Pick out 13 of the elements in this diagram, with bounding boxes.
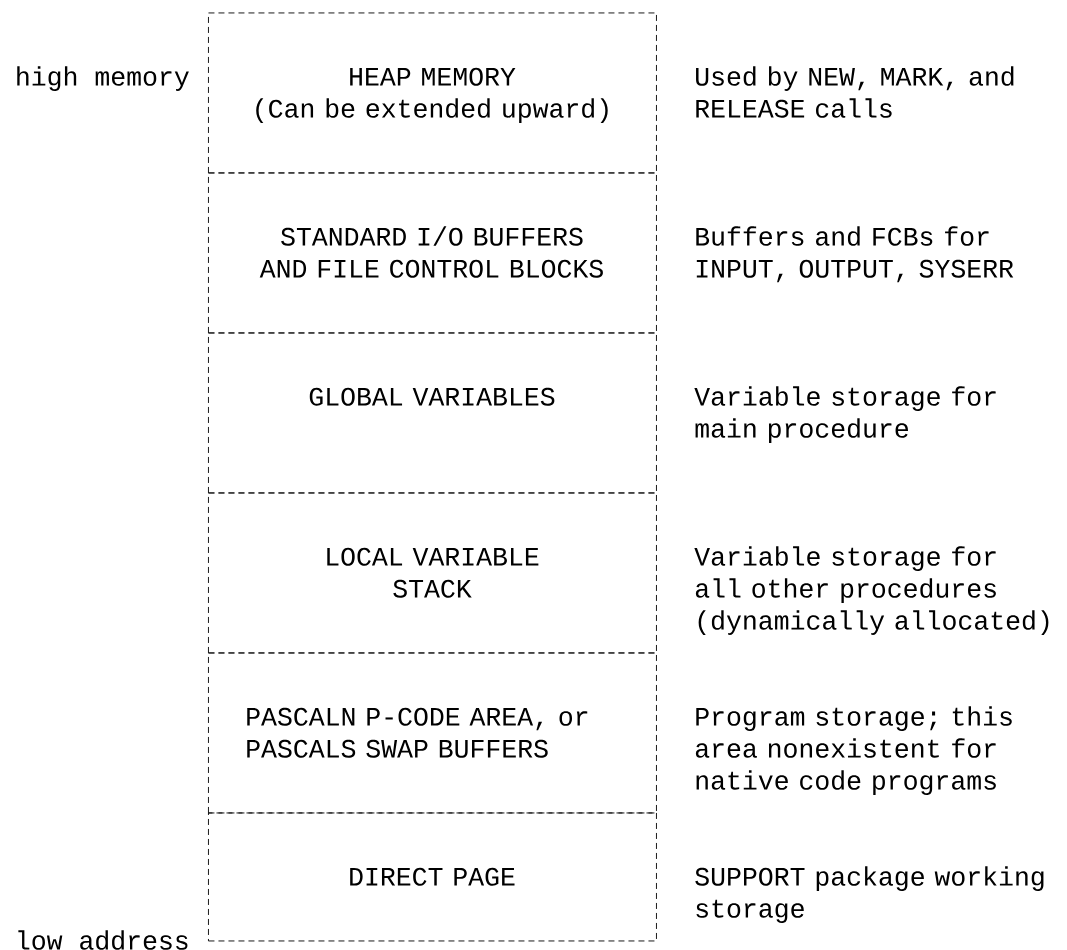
memory-block: GLOBAL VARIABLES [208, 332, 657, 494]
block-description: Variable storage for all other procedures (dynamically allocated) [694, 546, 1049, 635]
block-description: SUPPORT package working storage [695, 866, 1044, 923]
address-label: low address [18, 930, 188, 950]
block-description: Buffers and FCBs for INPUT, OUTPUT, SYSERR [696, 226, 1014, 283]
memory-block: STANDARD I/O BUFFERS AND FILE CONTROL BLOCKS [208, 172, 657, 334]
memory-block: DIRECT PAGE [208, 812, 657, 942]
block-description: Used by NEW, MARK, and RELEASE calls [696, 66, 1014, 118]
block-description: Variable storage for main procedure [694, 386, 996, 443]
block-description: Program storage; this area nonexistent for native code programs [695, 706, 1012, 795]
memory-block: PASCALN P-CODE AREA, or PASCALS SWAP BUFFERS [208, 652, 657, 814]
memory-block: LOCAL VARIABLE STACK [208, 492, 657, 654]
memory-block: HEAP MEMORY (Can be extended upward) [208, 12, 657, 174]
